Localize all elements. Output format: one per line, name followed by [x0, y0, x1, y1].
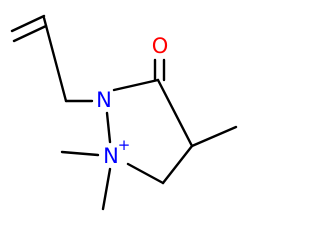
- bond-n1-methyl-left: [60, 150, 100, 157]
- bond-n2-to-carbonyl-carbon: [112, 78, 160, 92]
- bond-c5-to-n1: [126, 162, 165, 185]
- bond-carbonyl-to-c4: [156, 78, 194, 148]
- oxygen-atom-label: O: [152, 34, 169, 58]
- positive-charge-label: +: [118, 136, 131, 154]
- bond-vinyl-double-inner: [10, 14, 46, 33]
- bond-n1-methyl-down: [101, 167, 112, 211]
- structure-canvas: O N N +: [10, 14, 238, 211]
- nitrogen-atom-label-n2: N: [96, 88, 112, 112]
- bond-c4-to-c5: [161, 144, 194, 185]
- bond-n1-to-n2: [105, 111, 112, 144]
- nitrogen-atom-label-n1: N: [103, 144, 119, 168]
- bond-c4-methyl: [190, 125, 238, 148]
- bond-vinyl-double-outer: [12, 24, 48, 43]
- bond-vinyl-to-ch2: [42, 16, 68, 103]
